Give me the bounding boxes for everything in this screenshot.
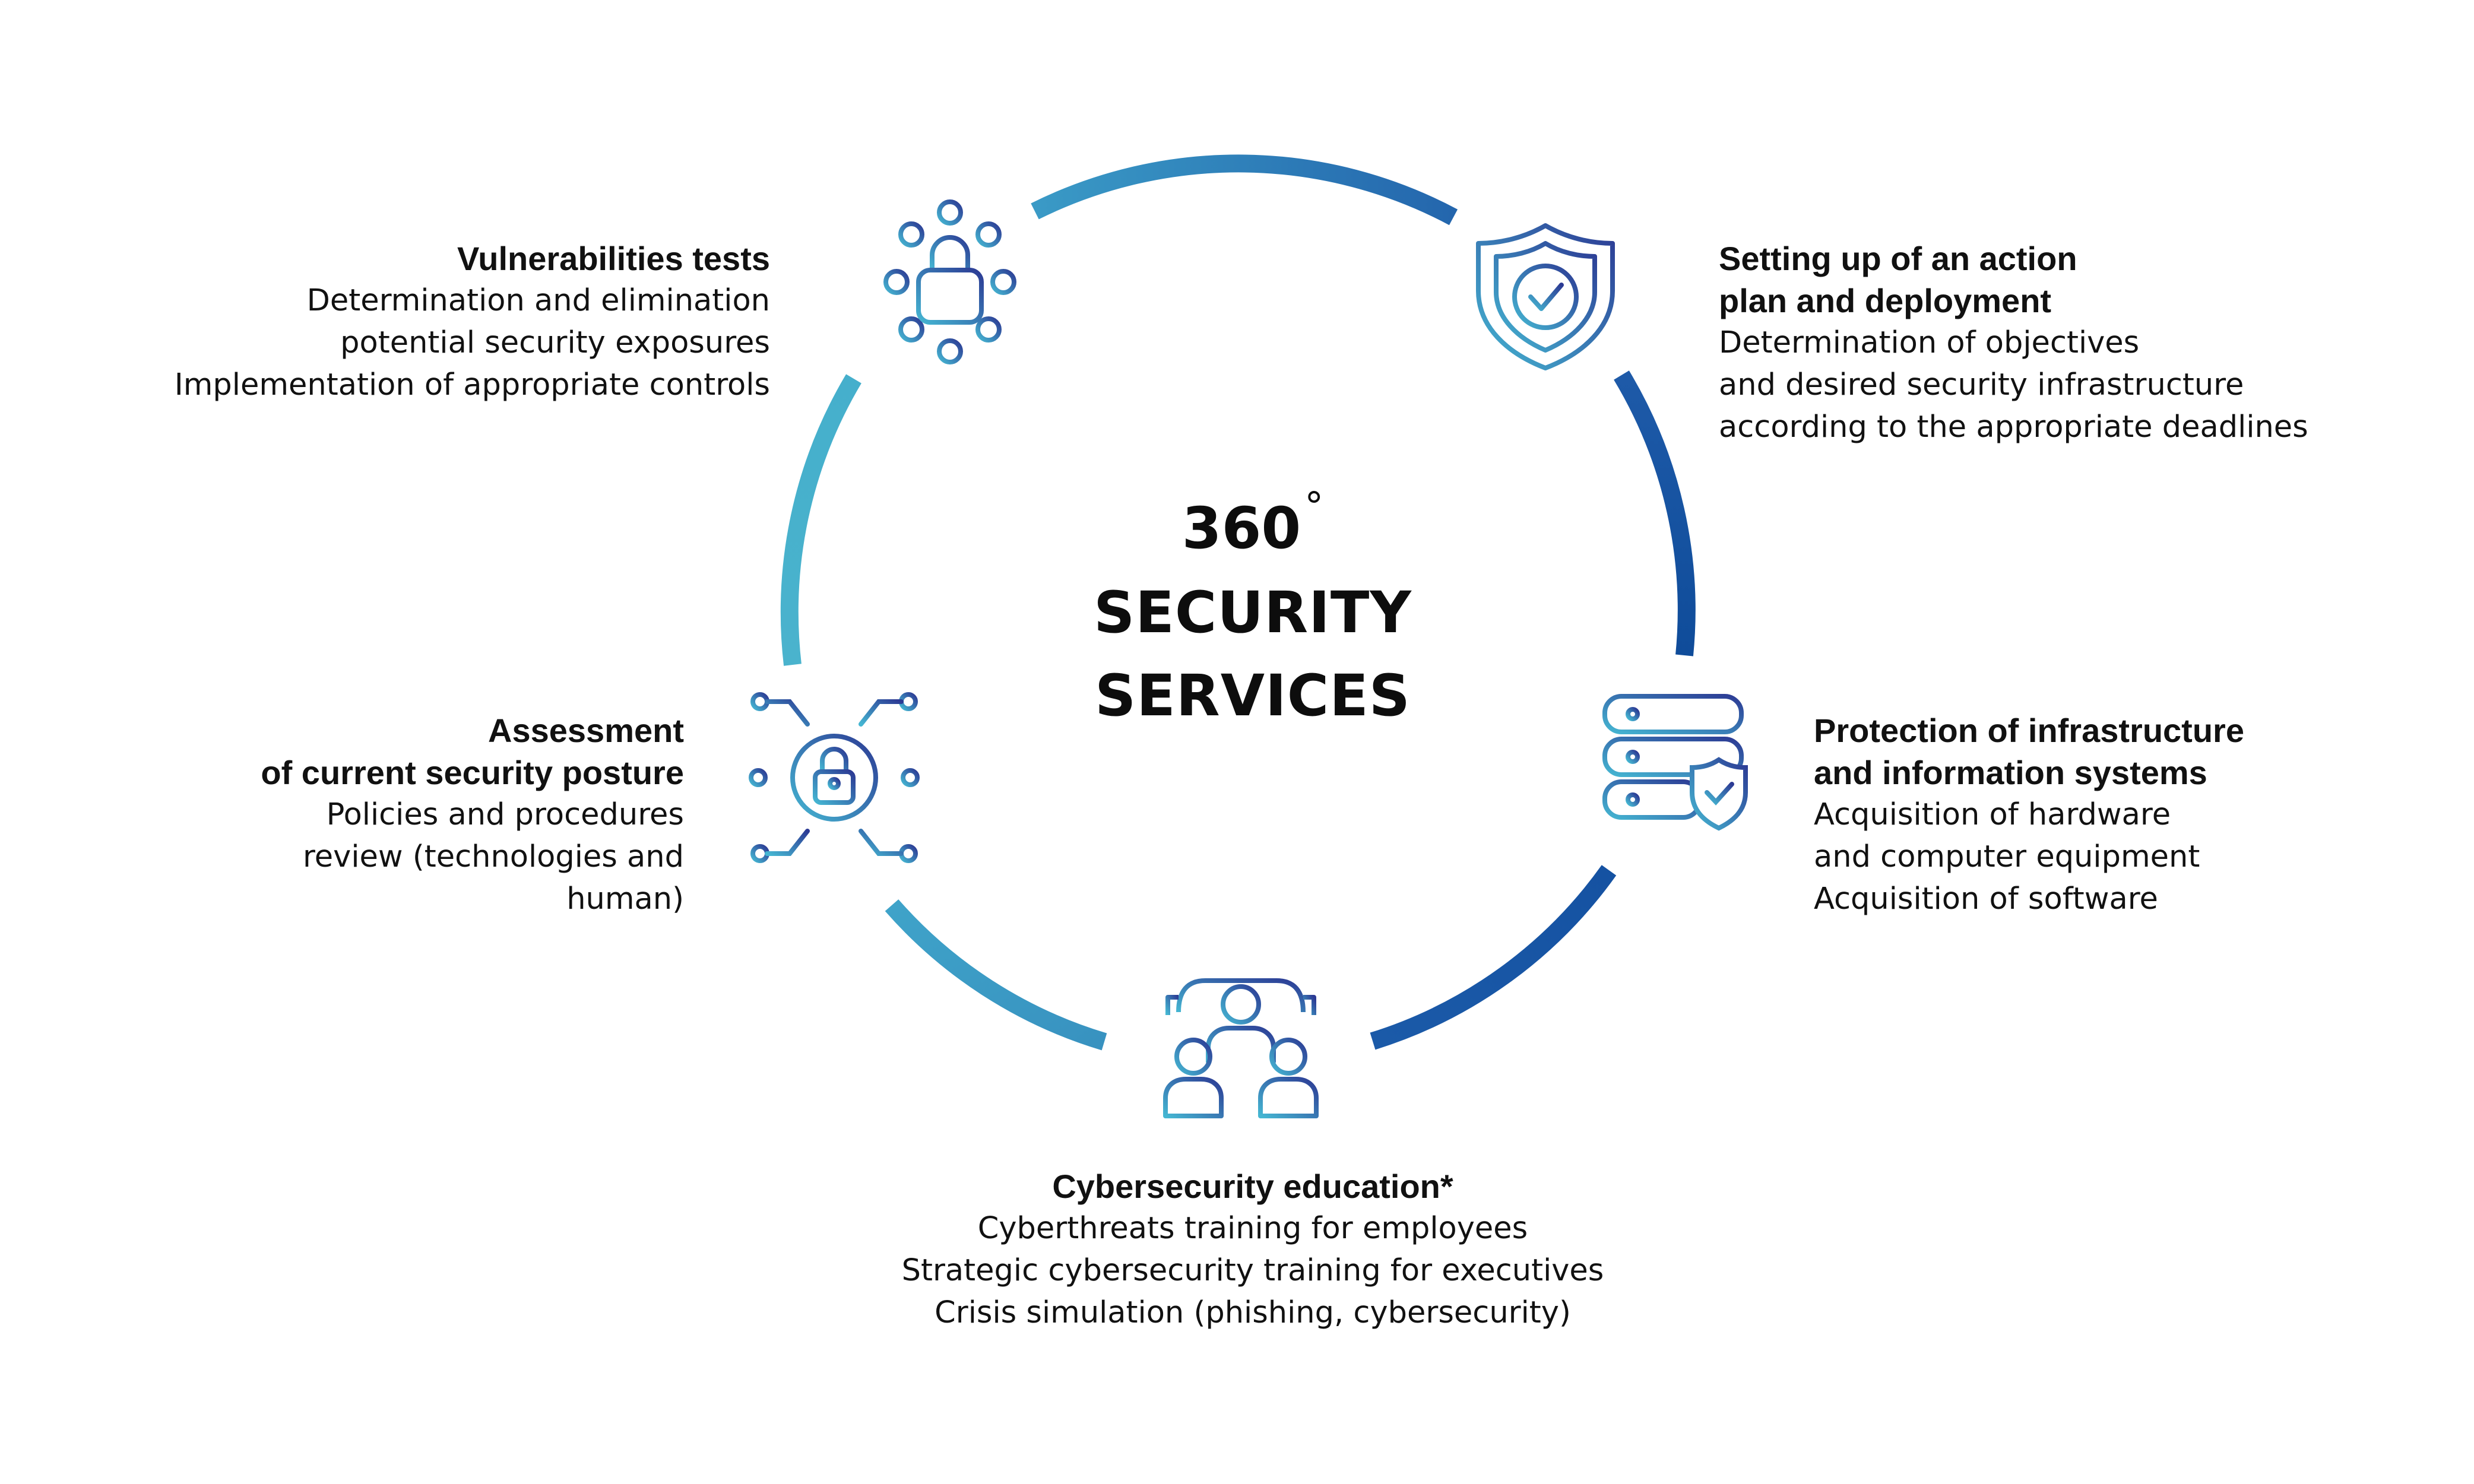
ring-arc-left: [780, 374, 861, 666]
assessment-block: Assessment of current security posture P…: [90, 709, 684, 920]
action-plan-block: Setting up of an action plan and deploym…: [1719, 237, 2431, 448]
ring-arc-bottom-right: [1370, 865, 1617, 1050]
degree-symbol: °: [1304, 485, 1324, 529]
action-plan-line: and desired security infrastructure: [1719, 367, 2244, 402]
protection-line: Acquisition of software: [1814, 881, 2158, 917]
action-plan-line: according to the appropriate deadlines: [1719, 410, 2308, 445]
protection-title-line: Protection of infrastructure: [1814, 712, 2244, 749]
server-shield-icon: [1602, 694, 1748, 831]
vulnerabilities-line: potential security exposures: [340, 325, 770, 360]
assessment-line: review (technologies and: [302, 839, 684, 874]
education-title: Cybersecurity education*: [1052, 1168, 1453, 1205]
ring-arc-top: [1031, 154, 1458, 226]
assessment-title-line: Assessment: [488, 712, 684, 749]
vulnerabilities-line: Implementation of appropriate controls: [174, 367, 770, 402]
protection-block: Protection of infrastructure and informa…: [1814, 709, 2437, 920]
education-line: Strategic cybersecurity training for exe…: [901, 1253, 1604, 1288]
action-plan-line: Determination of objectives: [1719, 325, 2140, 360]
shield-check-icon: [1476, 223, 1615, 370]
team-training-icon: [1163, 978, 1319, 1118]
ring-arc-bottom-left: [885, 899, 1107, 1051]
education-line: Cyberthreats training for employees: [977, 1211, 1528, 1246]
assessment-line: Policies and procedures: [326, 797, 684, 832]
center-title-number: 360: [1181, 495, 1301, 562]
vulnerabilities-tests-title: Vulnerabilities tests: [457, 240, 770, 277]
education-block: Cybersecurity education* Cyberthreats tr…: [778, 1165, 1728, 1334]
lock-circuit-icon: [749, 692, 920, 863]
protection-title-line: and information systems: [1814, 754, 2207, 791]
center-title: 360° SECURITY SERVICES: [1036, 485, 1469, 737]
protection-line: and computer equipment: [1814, 839, 2200, 874]
center-title-services: SERVICES: [1095, 662, 1411, 729]
vulnerabilities-line: Determination and elimination: [306, 283, 770, 318]
action-plan-title-line: Setting up of an action: [1719, 240, 2077, 277]
education-line: Crisis simulation (phishing, cybersecuri…: [935, 1295, 1571, 1330]
action-plan-title-line: plan and deployment: [1719, 282, 2052, 319]
protection-line: Acquisition of hardware: [1814, 797, 2171, 832]
assessment-title-line: of current security posture: [261, 754, 684, 791]
assessment-line: human): [566, 881, 684, 917]
center-title-security: SECURITY: [1094, 579, 1412, 646]
vulnerabilities-tests-block: Vulnerabilities tests Determination and …: [58, 237, 770, 406]
padlock-network-icon: [883, 199, 1016, 364]
ring-arc-right: [1614, 370, 1696, 657]
